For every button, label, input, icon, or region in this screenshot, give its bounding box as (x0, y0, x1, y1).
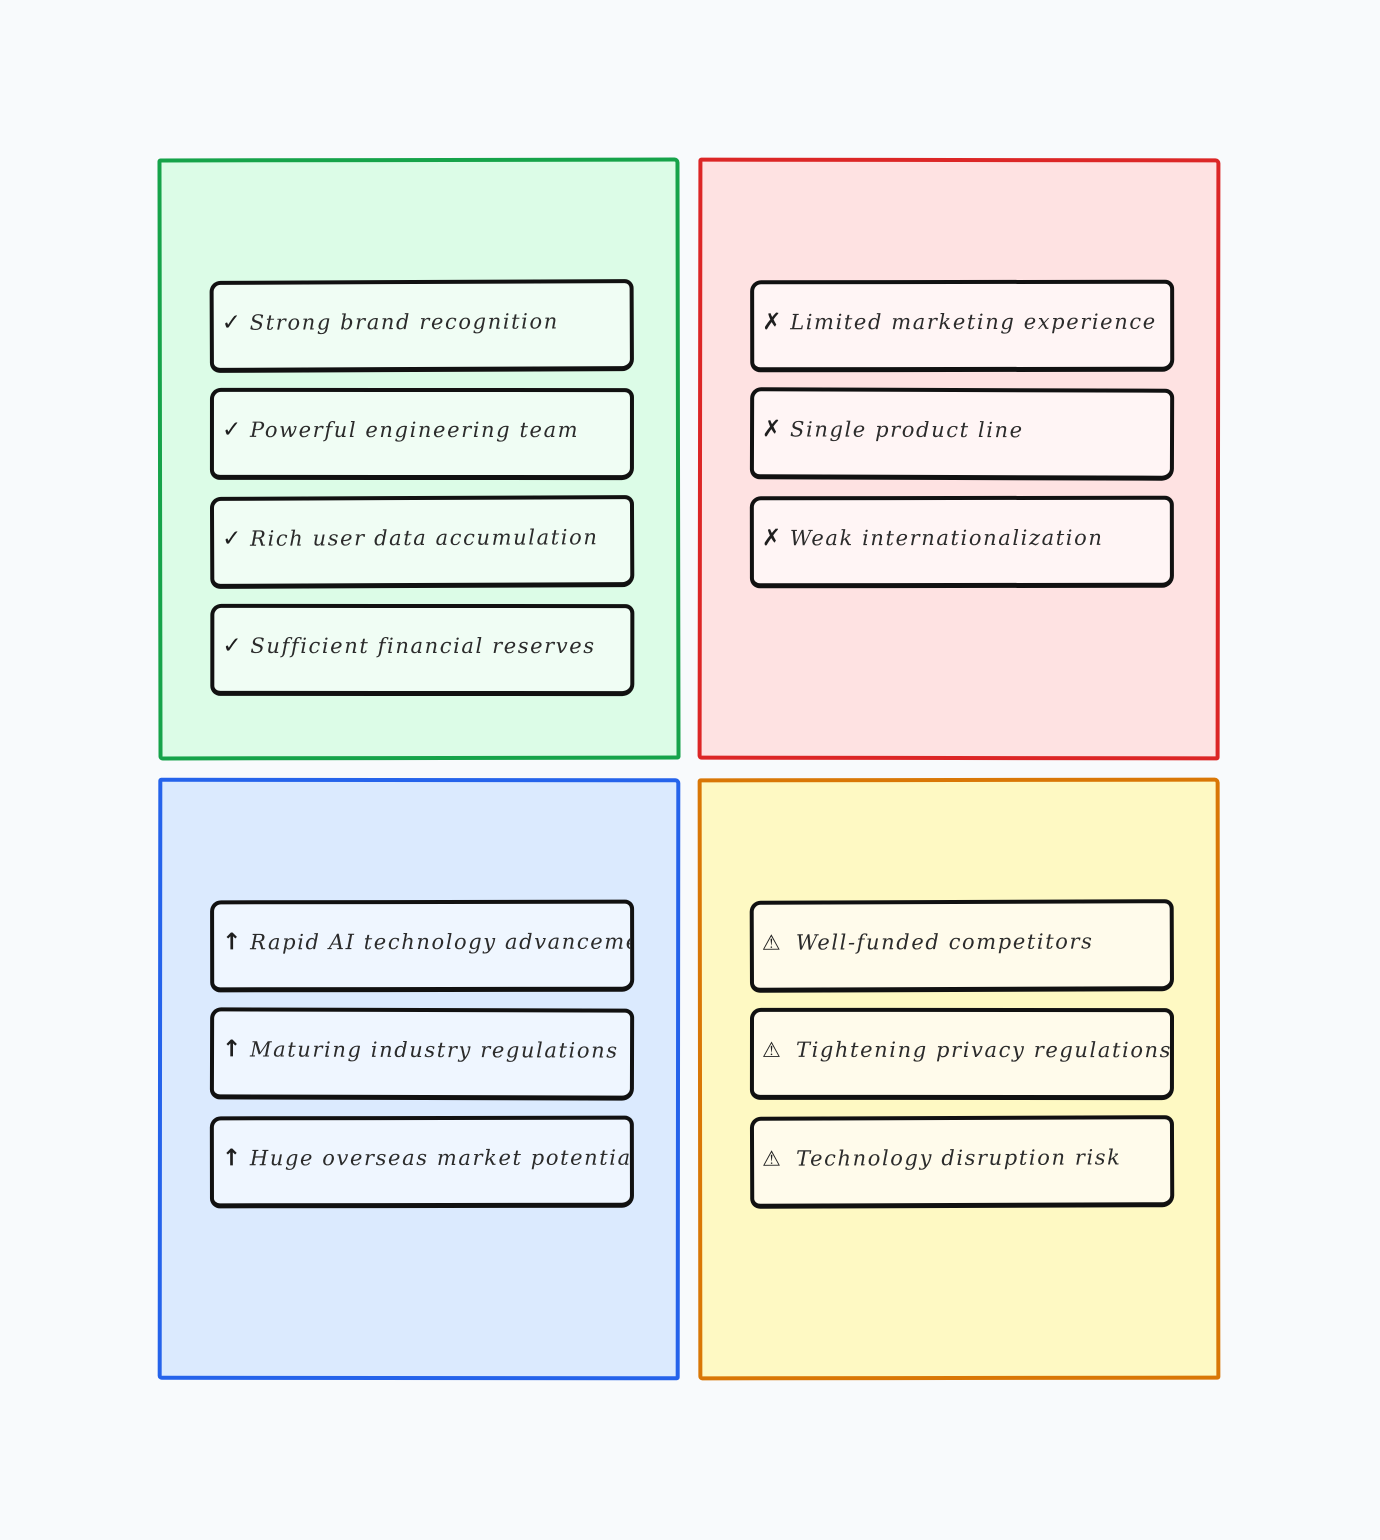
strengths-list: ✓ Strong brand recognition ✓ Powerful en… (209, 279, 635, 713)
threat-item: ⚠ Well-funded competitors (749, 899, 1175, 993)
warning-icon: ⚠ (762, 1146, 781, 1171)
weaknesses-list: ✗ Limited marketing experience ✗ Single … (749, 279, 1175, 605)
arrow-up-icon: ↑ (222, 928, 242, 955)
opportunities-list: ↑ Rapid AI technology advancement ↑ Matu… (209, 899, 635, 1224)
weakness-text: Single product line (790, 416, 1024, 442)
weakness-item: ✗ Weak internationalization (749, 495, 1174, 589)
threats-list: ⚠ Well-funded competitors ⚠ Tightening p… (749, 899, 1175, 1225)
check-icon: ✓ (221, 416, 242, 443)
weaknesses-quadrant: ✗ Limited marketing experience ✗ Single … (697, 157, 1221, 761)
cross-icon: ✗ (762, 308, 782, 335)
arrow-up-icon: ↑ (222, 1035, 242, 1062)
strength-text: Strong brand recognition (249, 308, 559, 335)
weakness-text: Limited marketing experience (790, 309, 1157, 334)
cross-icon: ✗ (762, 415, 782, 442)
opportunity-text: Huge overseas market potential (249, 1145, 634, 1170)
threats-quadrant: ⚠ Well-funded competitors ⚠ Tightening p… (697, 777, 1221, 1381)
opportunity-text: Rapid AI technology advancement (250, 929, 635, 954)
threat-item: ⚠ Technology disruption risk (749, 1115, 1175, 1209)
strength-item: ✓ Strong brand recognition (209, 279, 634, 373)
check-icon: ✓ (222, 632, 242, 659)
arrow-up-icon: ↑ (221, 1144, 242, 1171)
weakness-text: Weak internationalization (789, 525, 1104, 550)
threat-text: Well-funded competitors (795, 928, 1094, 955)
strength-item: ✓ Rich user data accumulation (209, 495, 635, 589)
check-icon: ✓ (221, 309, 242, 336)
weakness-item: ✗ Limited marketing experience (750, 279, 1175, 373)
warning-icon: ⚠ (761, 930, 781, 955)
strength-text: Powerful engineering team (249, 417, 580, 442)
weakness-item: ✗ Single product line (749, 387, 1175, 481)
opportunity-text: Maturing industry regulations (250, 1036, 619, 1063)
opportunity-item: ↑ Rapid AI technology advancement (210, 899, 635, 993)
cross-icon: ✗ (761, 524, 782, 551)
strength-text: Rich user data accumulation (250, 524, 599, 551)
opportunities-quadrant: ↑ Rapid AI technology advancement ↑ Matu… (157, 777, 681, 1381)
strengths-quadrant: ✓ Strong brand recognition ✓ Powerful en… (157, 157, 681, 761)
check-icon: ✓ (222, 525, 242, 552)
threat-text: Technology disruption risk (796, 1144, 1122, 1171)
threat-text: Tightening privacy regulations (795, 1037, 1173, 1062)
strength-item: ✓ Sufficient financial reserves (210, 603, 635, 697)
opportunity-item: ↑ Huge overseas market potential (209, 1115, 634, 1209)
warning-icon: ⚠ (761, 1037, 781, 1062)
strength-text: Sufficient financial reserves (250, 633, 596, 658)
strength-item: ✓ Powerful engineering team (209, 387, 634, 481)
opportunity-item: ↑ Maturing industry regulations (209, 1007, 635, 1101)
threat-item: ⚠ Tightening privacy regulations (749, 1007, 1175, 1101)
